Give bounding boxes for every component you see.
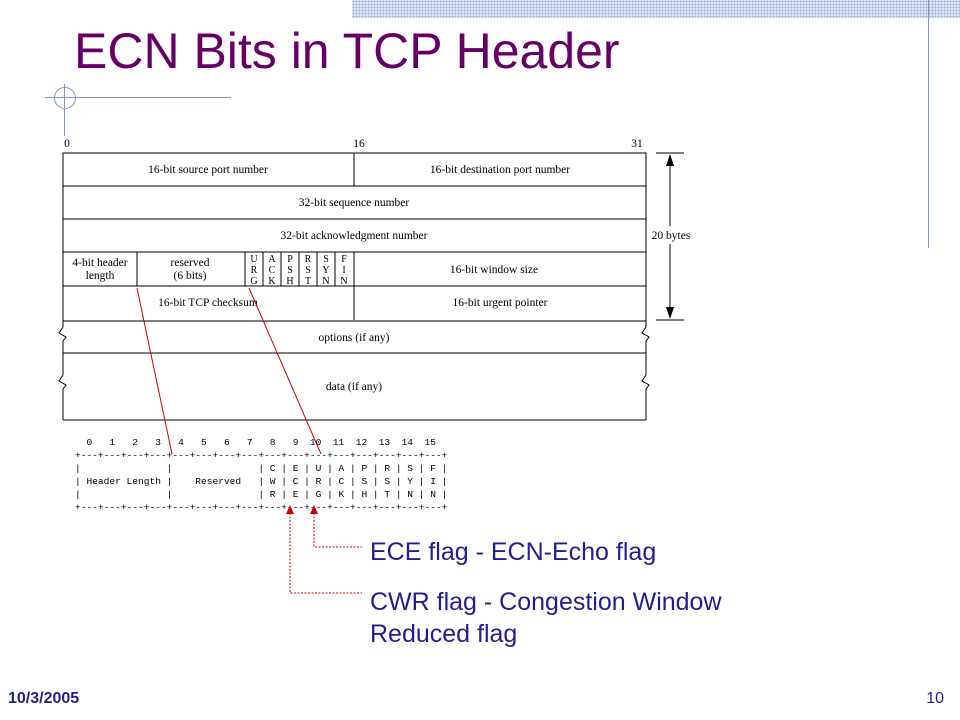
page-number: 10 <box>926 690 944 707</box>
flag-fin-letter: I <box>342 265 345 276</box>
flag-rst-letter: T <box>305 276 311 287</box>
slide-title: ECN Bits in TCP Header <box>74 23 620 79</box>
flag-fin-letter: F <box>341 254 347 265</box>
window-size-field: 16-bit window size <box>450 264 538 276</box>
cwr-caption-line1: CWR flag - Congestion Window <box>370 588 722 616</box>
bit-label-16: 16 <box>353 138 365 150</box>
ece-caption: ECE flag - ECN-Echo flag <box>370 538 657 566</box>
flag-psh-letter: H <box>286 276 293 287</box>
decorative-short-vertical-line <box>64 84 65 136</box>
flag-urg-letter: R <box>251 265 258 276</box>
cwr-caption-line2: Reduced flag <box>370 620 518 648</box>
source-port-field: 16-bit source port number <box>148 164 268 176</box>
flag-urg-letter: G <box>250 276 257 287</box>
ascii-row-2: | Header Length | Reserved | W | C | R |… <box>75 476 447 487</box>
mapping-line-ecn-bits <box>248 287 322 455</box>
decorative-horizontal-line <box>45 97 231 98</box>
flag-rst-letter: S <box>305 265 311 276</box>
ece-pointer-line <box>313 513 362 548</box>
options-field: options (if any) <box>319 332 390 344</box>
size-label: 20 bytes <box>652 230 691 242</box>
flag-urg-letter: U <box>250 254 258 265</box>
decorative-band <box>352 0 960 18</box>
destination-port-field: 16-bit destination port number <box>430 164 570 176</box>
decorative-vertical-line <box>928 0 929 248</box>
arrow-down-icon <box>666 307 674 319</box>
ascii-row-1: | | | C | E | U | A | P | R | S | F | <box>75 463 447 474</box>
footer-date: 10/3/2005 <box>8 690 80 707</box>
flag-fin-letter: N <box>340 276 347 287</box>
flag-rst-letter: R <box>305 254 312 265</box>
ascii-bit-numbers: 0 1 2 3 4 5 6 7 8 9 10 11 12 13 14 15 <box>75 437 436 448</box>
flag-syn-letter: N <box>322 276 329 287</box>
cwr-pointer-line <box>289 513 362 594</box>
reserved-field-line2: (6 bits) <box>174 270 207 282</box>
ascii-row-3: | | | R | E | G | K | H | T | N | N | <box>75 489 447 500</box>
flag-psh-letter: P <box>287 254 293 265</box>
urgent-pointer-field: 16-bit urgent pointer <box>453 297 548 309</box>
ece-arrow-icon <box>310 505 318 514</box>
data-field: data (if any) <box>326 381 382 393</box>
flag-psh-letter: S <box>287 265 293 276</box>
cwr-arrow-icon <box>286 505 294 514</box>
flag-ack-letter: K <box>268 276 276 287</box>
tcp-checksum-field: 16-bit TCP checksum <box>158 297 258 309</box>
flag-ack-letter: C <box>269 265 276 276</box>
header-length-field-line2: length <box>86 270 115 282</box>
arrow-up-icon <box>666 154 674 166</box>
decorative-circle <box>54 87 76 109</box>
bit-label-31: 31 <box>631 138 643 150</box>
flag-ack-letter: A <box>268 254 276 265</box>
bit-label-0: 0 <box>64 138 70 150</box>
acknowledgment-number-field: 32-bit acknowledgment number <box>281 230 428 242</box>
mapping-line-header-length <box>136 287 173 455</box>
ascii-border-top: +---+---+---+---+---+---+---+---+---+---… <box>75 450 448 461</box>
sequence-number-field: 32-bit sequence number <box>299 197 410 209</box>
reserved-field-line1: reserved <box>171 257 210 269</box>
header-length-field-line1: 4-bit header <box>72 257 127 269</box>
flag-syn-letter: Y <box>322 265 329 276</box>
flag-syn-letter: S <box>323 254 329 265</box>
ascii-border-bottom: +---+---+---+---+---+---+---+---+---+---… <box>75 502 448 513</box>
